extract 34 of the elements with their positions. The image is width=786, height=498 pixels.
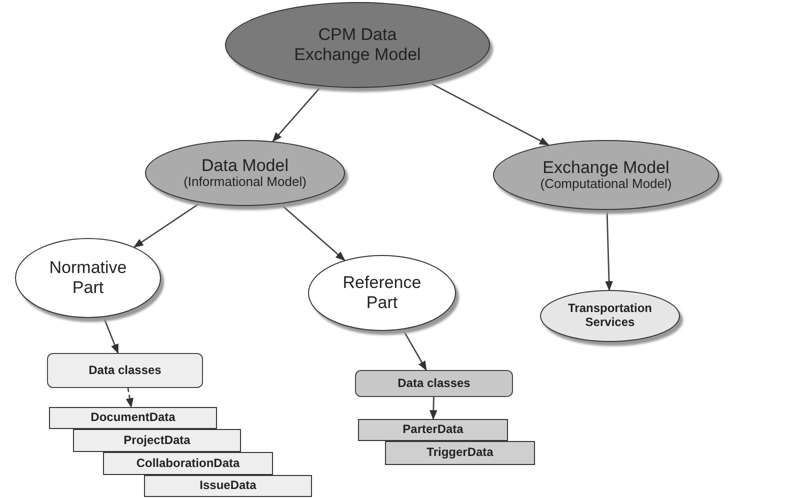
data-box [385, 441, 535, 465]
node-label: Exchange Model [542, 158, 670, 178]
arrow [272, 86, 322, 142]
node-label: ProjectData [124, 434, 190, 448]
node-label: Data classes [88, 364, 162, 378]
data-box [358, 419, 508, 441]
node-label: ParterData [402, 423, 464, 437]
node-label: Normative Part [48, 258, 128, 298]
class-box [47, 353, 203, 388]
arrow [427, 80, 550, 146]
arrow [102, 316, 119, 354]
data-box [144, 475, 312, 497]
node-label: CollaborationData [136, 456, 240, 470]
node-label: Transportation Services [566, 302, 653, 330]
arrow [605, 210, 613, 291]
node-label: Reference Part [342, 273, 422, 313]
node-label: Data Model [202, 156, 288, 176]
node-label: CPM Data Exchange Model [293, 25, 422, 65]
class-box [355, 370, 513, 397]
arrow [402, 329, 427, 371]
arrow [126, 388, 134, 408]
service-ellipse [540, 290, 680, 342]
arrow [280, 203, 346, 261]
data-box [73, 429, 241, 452]
arrow [430, 396, 438, 420]
data-box [103, 452, 273, 475]
arrow [133, 202, 202, 248]
node-label: Data classes [398, 376, 470, 390]
data-box [49, 407, 217, 429]
node-sublabel: (Informational Model) [184, 175, 306, 190]
node-label: DocumentData [90, 411, 176, 425]
node-sublabel: (Computational Model) [540, 177, 672, 192]
node-label: IssueData [200, 479, 256, 493]
node-label: TriggerData [426, 446, 494, 460]
